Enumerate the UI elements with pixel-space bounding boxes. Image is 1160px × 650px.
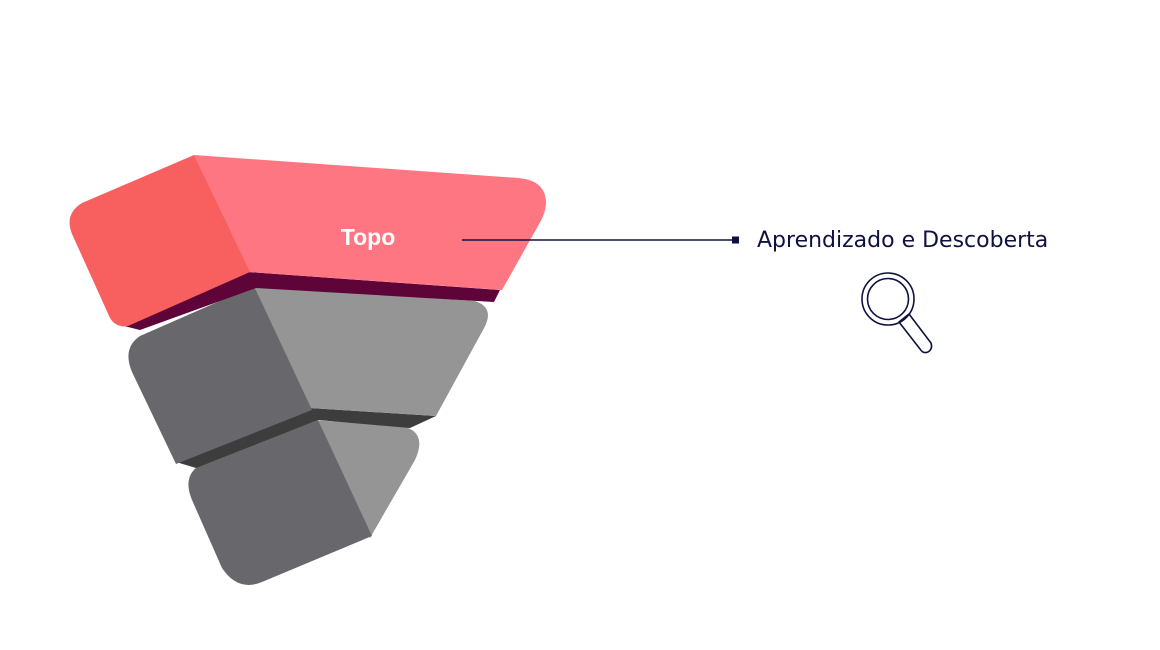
magnifying-glass-icon [861, 272, 933, 354]
funnel-stage-bottom [188, 420, 420, 585]
funnel-stage-bottom-right-face [312, 420, 420, 538]
funnel-stage-top-left-face [69, 155, 251, 327]
funnel-stage-top-label: Topo [341, 224, 396, 250]
funnel-stage-bottom-left-face [188, 420, 372, 585]
connector-end-marker [732, 236, 739, 244]
funnel-stage-middle-right-face [254, 286, 488, 416]
funnel-stage-middle-left-face [128, 286, 312, 464]
annotation-text: Aprendizado e Descoberta [757, 228, 1048, 253]
funnel-stage-top: Topo [69, 155, 546, 330]
funnel-stage-middle [128, 286, 488, 468]
annotation-top: Aprendizado e Descoberta [462, 228, 1048, 354]
funnel-stage-top-right-face [194, 155, 546, 290]
funnel-stage-middle-underside [176, 408, 436, 468]
